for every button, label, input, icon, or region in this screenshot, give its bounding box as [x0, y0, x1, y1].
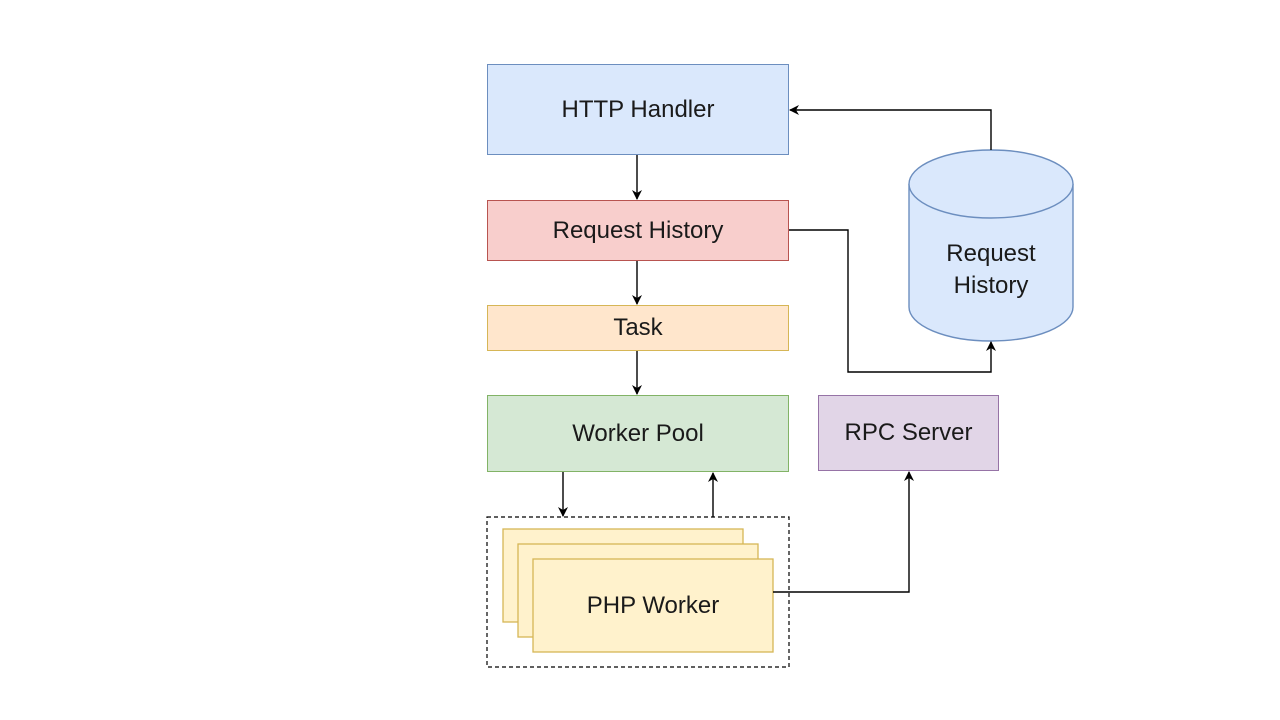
php-worker-label-area: PHP Worker [533, 559, 773, 652]
request-history-label: Request History [552, 216, 724, 244]
php-worker-group-boundary [486, 516, 790, 668]
http-handler-box: HTTP Handler [487, 64, 789, 155]
worker-pool-box: Worker Pool [487, 395, 789, 472]
request-history-database-label: Request History [909, 238, 1073, 302]
rpc-server-box: RPC Server [818, 395, 999, 471]
edge-request-history-to-database [789, 229, 996, 373]
rpc-server-label: RPC Server [844, 419, 973, 446]
http-handler-label: HTTP Handler [561, 95, 715, 123]
edge-database-to-http-handler [789, 105, 992, 150]
request-history-database [908, 149, 1074, 342]
database-label-line-1: Request [946, 240, 1036, 267]
task-box: Task [487, 305, 789, 351]
database-label-line-2: History [953, 272, 1029, 299]
task-label: Task [613, 314, 663, 341]
edge-php-worker-to-rpc-server [773, 471, 914, 593]
database-top [908, 149, 1074, 219]
php-worker-label: PHP Worker [586, 591, 720, 619]
database-body [908, 184, 1074, 342]
request-history-box: Request History [487, 200, 789, 261]
php-worker-card-front [532, 558, 774, 653]
worker-pool-label: Worker Pool [572, 419, 704, 447]
